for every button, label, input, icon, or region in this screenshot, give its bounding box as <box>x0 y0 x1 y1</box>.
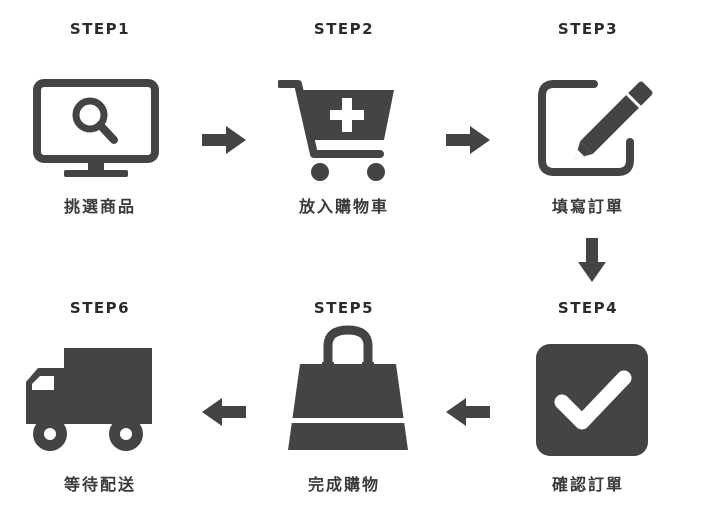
arrow-left-icon <box>202 398 246 430</box>
step1-label: STEP1 <box>69 20 131 38</box>
arrow-left-icon <box>446 398 490 430</box>
step6-name: 等待配送 <box>63 475 136 494</box>
step3-label: STEP3 <box>557 20 619 38</box>
step4-label: STEP4 <box>557 299 619 317</box>
step5-name: 完成購物 <box>307 475 380 494</box>
step2-name: 放入購物車 <box>298 197 389 216</box>
edit-pencil-icon <box>532 72 672 182</box>
arrow-right-icon <box>446 126 490 158</box>
shopping-bag-icon <box>282 322 414 456</box>
step5-label: STEP5 <box>313 299 375 317</box>
step3-name: 填寫訂單 <box>551 197 624 216</box>
arrow-right-icon <box>202 126 246 158</box>
step4-name: 確認訂單 <box>551 475 624 494</box>
monitor-search-icon <box>32 78 160 178</box>
arrow-down-icon <box>578 238 606 286</box>
step1-name: 挑選商品 <box>63 197 136 216</box>
step2-label: STEP2 <box>313 20 375 38</box>
cart-add-icon <box>278 76 396 184</box>
checkbox-check-icon <box>536 344 648 456</box>
delivery-truck-icon <box>22 346 154 452</box>
step6-label: STEP6 <box>69 299 131 317</box>
